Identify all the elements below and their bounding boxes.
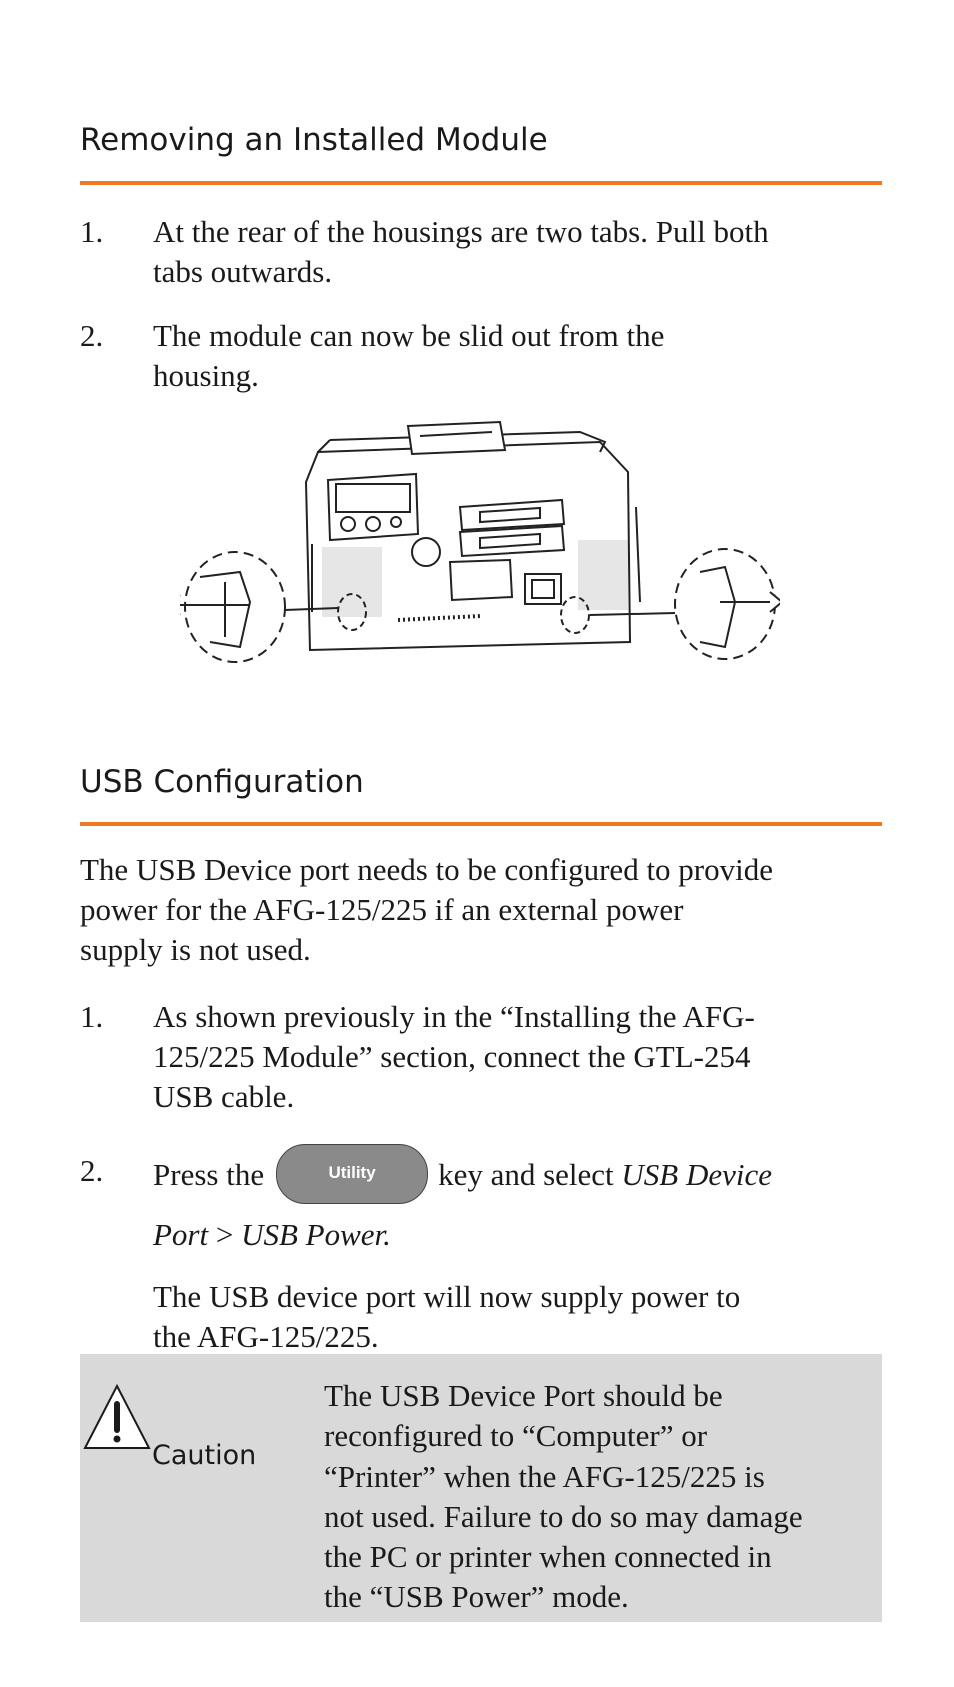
step-text-line: As shown previously in the “Installing t… <box>153 999 755 1034</box>
paragraph-line: The USB Device port needs to be configur… <box>80 852 774 887</box>
paragraph-line: supply is not used. <box>80 932 311 967</box>
step-text-line: At the rear of the housings are two tabs… <box>153 214 769 249</box>
step-text-line: 125/225 Module” section, connect the GTL… <box>153 1039 751 1074</box>
caution-box: Caution The USB Device Port should be re… <box>80 1354 882 1622</box>
caution-line: the PC or printer when connected in <box>324 1539 772 1575</box>
step-text: As shown previously in the “Installing t… <box>153 997 953 1117</box>
caution-line: The USB Device Port should be <box>324 1378 723 1413</box>
step-text-line: Port > USB Power. <box>153 1212 953 1258</box>
intro-paragraph: The USB Device port needs to be configur… <box>80 850 880 970</box>
section-heading-removing-module: Removing an Installed Module <box>80 122 548 158</box>
utility-key[interactable]: Utility <box>276 1144 429 1204</box>
menu-path: Port <box>153 1217 209 1252</box>
menu-separator: > <box>208 1217 242 1252</box>
step-text: At the rear of the housings are two tabs… <box>153 212 953 292</box>
step-text: The module can now be slid out from the … <box>153 316 953 396</box>
caution-line: “Printer” when the AFG-125/225 is <box>324 1458 765 1494</box>
step-text-line: tabs outwards. <box>153 254 333 289</box>
step-text-line: USB cable. <box>153 1079 295 1114</box>
paragraph-line: power for the AFG-125/225 if an external… <box>80 892 684 927</box>
paragraph-line: the AFG-125/225. <box>153 1319 379 1354</box>
caution-line: reconfigured to “Computer” or <box>324 1418 708 1454</box>
warning-triangle-icon <box>83 1383 151 1449</box>
orange-rule <box>80 181 882 185</box>
section-heading-usb-configuration: USB Configuration <box>80 764 364 800</box>
step-number: 1. <box>80 999 104 1034</box>
caution-text: The USB Device Port should be reconfigur… <box>324 1376 884 1618</box>
caution-label: Caution <box>152 1440 257 1471</box>
menu-path: USB Device <box>621 1157 773 1193</box>
result-paragraph: The USB device port will now supply powe… <box>153 1277 873 1357</box>
step-text-line: The module can now be slid out from the <box>153 318 665 353</box>
step-text-line: housing. <box>153 358 259 393</box>
menu-path: USB Power. <box>241 1217 391 1252</box>
step-number: 1. <box>80 214 104 249</box>
press-the-text: Press the <box>153 1157 265 1193</box>
oscilloscope-rear-illustration <box>180 420 780 663</box>
orange-rule <box>80 822 882 826</box>
caution-line: not used. Failure to do so may damage <box>324 1498 803 1534</box>
step-number: 2. <box>80 1153 104 1188</box>
step-number: 2. <box>80 318 104 353</box>
paragraph-line: The USB device port will now supply powe… <box>153 1279 741 1314</box>
key-and-select-text: key and select <box>438 1157 614 1193</box>
caution-line: the “USB Power” mode. <box>324 1579 629 1615</box>
